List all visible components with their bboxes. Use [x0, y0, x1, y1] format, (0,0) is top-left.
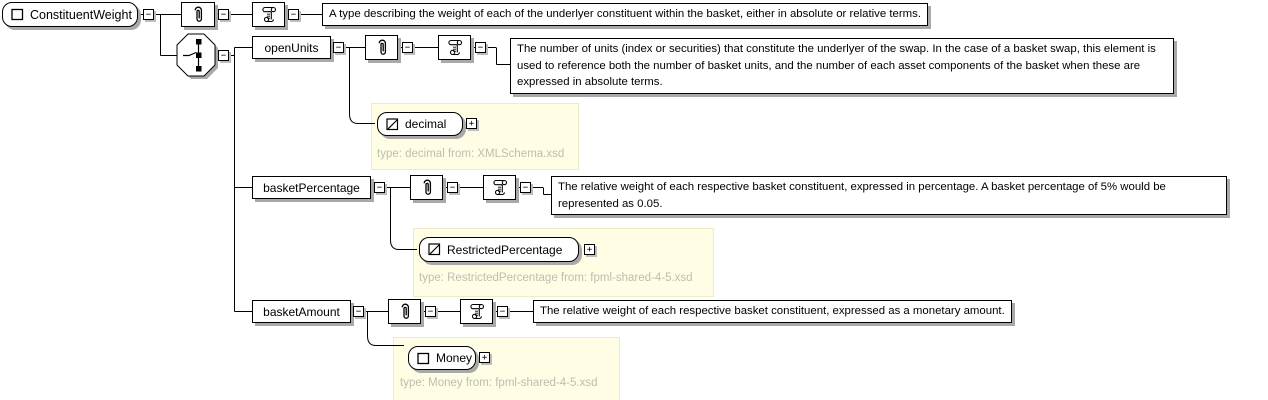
paperclip-icon	[189, 4, 207, 25]
annotation-node[interactable]	[252, 2, 285, 27]
annotation-node[interactable]	[438, 35, 471, 60]
collapse-button[interactable]: −	[425, 306, 436, 317]
choice-icon	[183, 39, 202, 72]
element-label: basketPercentage	[263, 180, 360, 195]
type-box-money[interactable]: Money	[408, 346, 476, 370]
collapse-button[interactable]: −	[497, 306, 508, 317]
paperclip-icon	[373, 37, 391, 58]
type-label: RestrictedPercentage	[447, 242, 563, 257]
expand-button[interactable]: +	[584, 244, 595, 255]
collapse-button[interactable]: −	[218, 50, 229, 61]
element-documentation: The relative weight of each respective b…	[551, 176, 1227, 216]
expand-button[interactable]: +	[479, 352, 490, 363]
element-label: openUnits	[264, 40, 319, 55]
collapse-button[interactable]: −	[333, 42, 344, 53]
simple-type-icon	[428, 243, 441, 256]
collapse-button[interactable]: −	[475, 42, 486, 53]
collapse-button[interactable]: −	[143, 9, 154, 20]
type-label: Money	[436, 351, 473, 365]
type-box-restrictedpercentage[interactable]: RestrictedPercentage	[419, 237, 579, 262]
collapse-button[interactable]: −	[353, 306, 364, 317]
element-documentation: The relative weight of each respective b…	[533, 300, 1012, 323]
element-basketpercentage[interactable]: basketPercentage	[252, 176, 371, 199]
complex-type-icon	[417, 352, 430, 365]
collapse-button[interactable]: −	[218, 9, 229, 20]
collapse-button[interactable]: −	[520, 182, 531, 193]
paperclip-icon	[396, 301, 414, 322]
annotation-node[interactable]	[460, 299, 493, 324]
type-label: decimal	[405, 117, 447, 131]
scroll-icon	[445, 37, 465, 58]
element-label: basketAmount	[263, 304, 340, 319]
element-openunits[interactable]: openUnits	[252, 36, 331, 59]
collapse-button[interactable]: −	[402, 42, 413, 53]
paperclip-icon	[418, 177, 436, 198]
annotation-node[interactable]	[483, 175, 516, 200]
root-element-constituentweight[interactable]: ConstituentWeight	[2, 2, 138, 27]
attributes-node[interactable]	[365, 35, 398, 60]
root-documentation: A type describing the weight of each of …	[322, 3, 929, 26]
attributes-node[interactable]	[410, 175, 443, 200]
attributes-node[interactable]	[181, 2, 215, 27]
type-origin-note: type: decimal from: XMLSchema.xsd	[377, 148, 565, 160]
scroll-icon	[259, 4, 279, 25]
simple-type-icon	[386, 117, 399, 131]
expand-button[interactable]: +	[466, 118, 477, 129]
collapse-button[interactable]: −	[374, 182, 385, 193]
root-element-label: ConstituentWeight	[30, 7, 132, 22]
element-basketamount[interactable]: basketAmount	[252, 300, 351, 323]
attributes-node[interactable]	[388, 299, 421, 324]
complex-type-icon	[11, 8, 24, 21]
collapse-button[interactable]: −	[288, 9, 299, 20]
type-origin-note: type: Money from: fpml-shared-4-5.xsd	[400, 377, 598, 389]
collapse-button[interactable]: −	[447, 182, 458, 193]
type-origin-note: type: RestrictedPercentage from: fpml-sh…	[419, 272, 693, 284]
element-documentation: The number of units (index or securities…	[510, 38, 1174, 94]
scroll-icon	[467, 301, 487, 322]
choice-compositor[interactable]	[174, 31, 220, 81]
scroll-icon	[490, 177, 510, 198]
type-box-decimal[interactable]: decimal	[377, 112, 463, 136]
